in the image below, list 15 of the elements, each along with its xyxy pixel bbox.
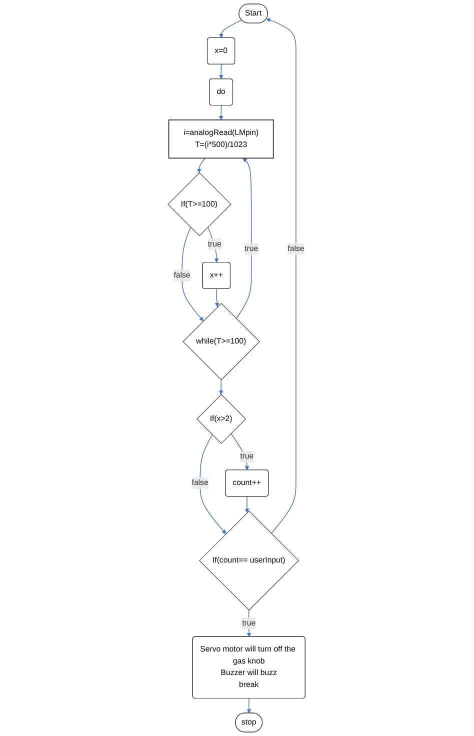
arrow: [219, 380, 224, 395]
arrow: [200, 434, 227, 534]
arrow: [231, 433, 250, 470]
arrow: [215, 288, 220, 308]
arrow: [198, 158, 206, 173]
arrow: [219, 20, 242, 38]
arrow: [182, 226, 204, 322]
arrow: [247, 610, 252, 638]
arrow: [236, 158, 252, 319]
arrow: [219, 64, 224, 80]
arrow: [266, 18, 297, 534]
arrow: [219, 105, 224, 120]
arrow: [245, 496, 250, 513]
arrow: [247, 698, 252, 714]
arrow: [208, 226, 220, 263]
